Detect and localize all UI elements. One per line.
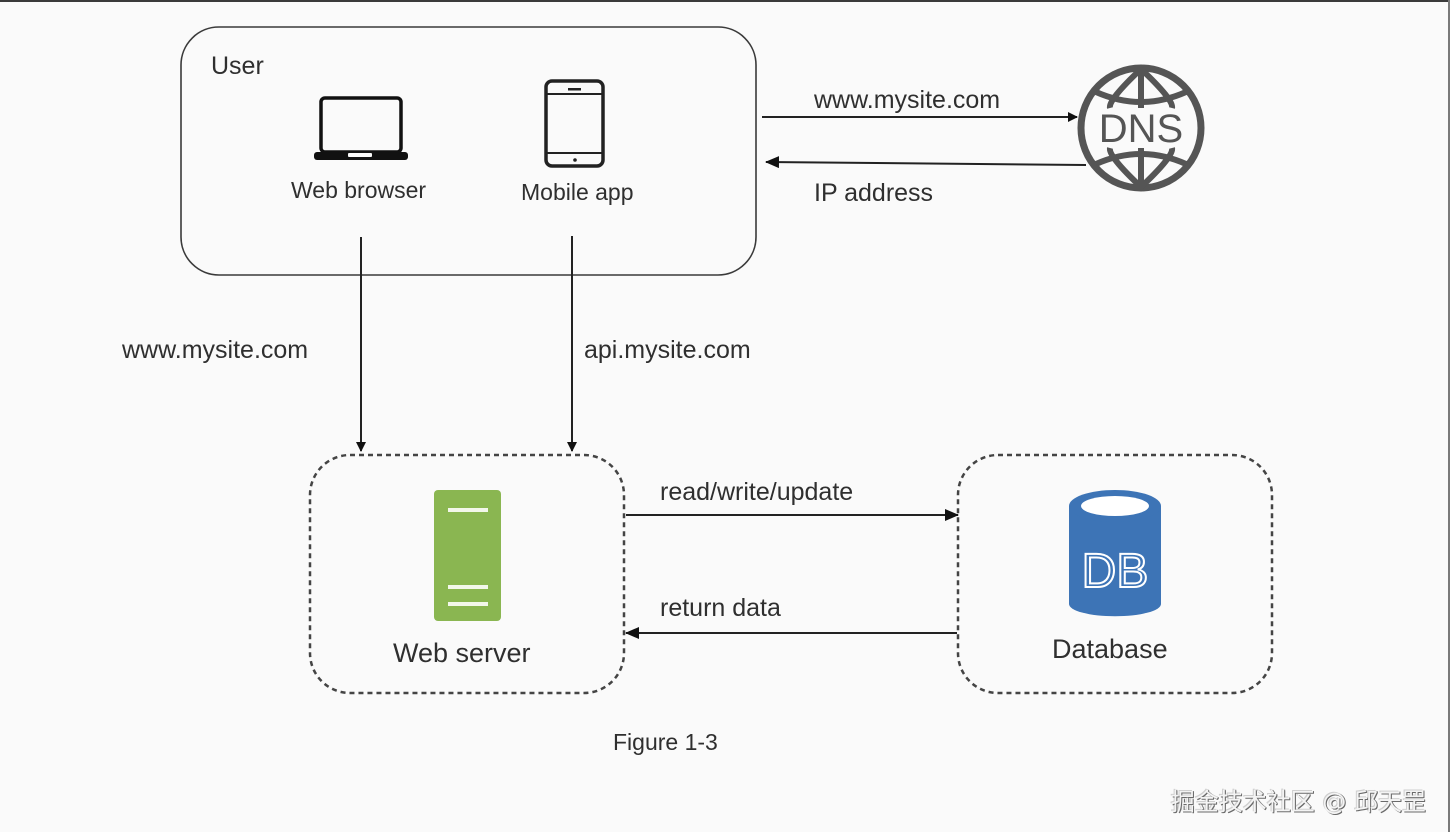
web-server-label: Web server (393, 638, 531, 668)
watermark: 掘金技术社区 @ 邱天罡 (1170, 788, 1426, 816)
right-border (1448, 0, 1450, 832)
mobile-app-label: Mobile app (521, 179, 634, 205)
edge-label-browser-to-server: www.mysite.com (122, 336, 309, 364)
server-icon (434, 490, 501, 621)
edge-label-db-to-server: return data (660, 594, 781, 622)
edge-label-app-to-server: api.mysite.com (584, 336, 751, 364)
database-box (956, 453, 1274, 695)
user-group-box (180, 26, 757, 276)
db-icon-text: DB (1082, 545, 1149, 598)
web-server-box (308, 453, 626, 695)
edge-label-dns-to-user: IP address (814, 179, 934, 207)
user-group-title: User (211, 52, 264, 80)
dns-label: DNS (1099, 107, 1183, 151)
smartphone-icon (544, 79, 605, 168)
edge-label-server-to-db: read/write/update (660, 478, 854, 506)
edge-dns-to-user (765, 156, 1087, 169)
figure-caption: Figure 1-3 (613, 729, 718, 755)
top-border (0, 0, 1450, 2)
laptop-icon (314, 96, 408, 160)
edge-label-user-to-dns: www.mysite.com (814, 86, 1001, 114)
web-browser-label: Web browser (291, 177, 427, 203)
globe-icon: DNS (1077, 64, 1205, 192)
database-icon: DB (1069, 490, 1161, 617)
database-label: Database (1052, 634, 1168, 664)
